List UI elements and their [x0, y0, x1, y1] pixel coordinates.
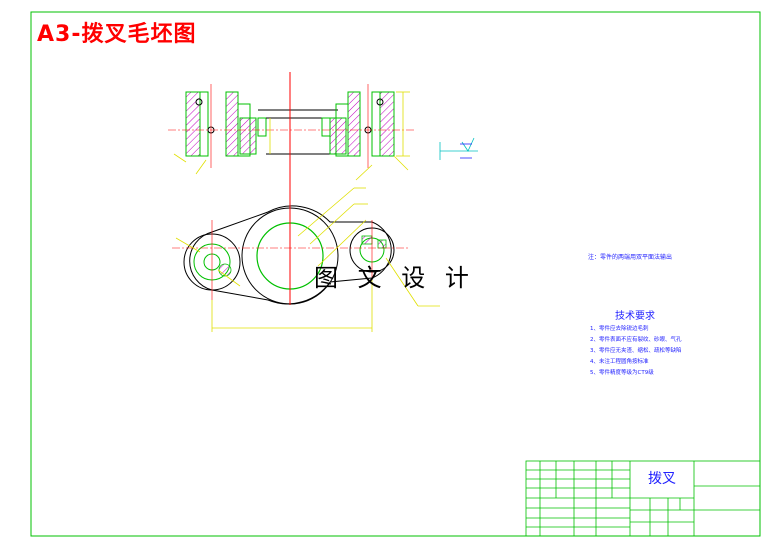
requirement-item: 1、零件应去除锐边毛刺: [590, 326, 649, 332]
title-block: [525, 460, 761, 537]
requirement-item: 4、未注工程圆角按标准: [590, 359, 649, 365]
requirement-item: 2、零件表面不应有裂纹、砂眼、气孔: [590, 337, 682, 343]
watermark-text: 图 文 设 计: [314, 264, 475, 292]
drawing-note: 注：零件的两端用双平面法输出: [588, 254, 673, 261]
part-name: 拨叉: [648, 471, 676, 487]
requirement-item: 3、零件应无夹渣、缩松、疏松等缺陷: [590, 348, 682, 354]
section-view: [168, 72, 416, 185]
drawing-title: A3-拨叉毛坯图: [37, 22, 197, 47]
requirements-title: 技术要求: [615, 311, 655, 322]
requirement-item: 5、零件精度等级为CT9级: [590, 370, 654, 376]
roughness-symbol: [439, 137, 478, 160]
top-view: [172, 185, 440, 332]
requirements-list: 1、零件应去除锐边毛刺 2、零件表面不应有裂纹、砂眼、气孔 3、零件应无夹渣、缩…: [590, 324, 682, 379]
drawing-border: [30, 11, 761, 537]
